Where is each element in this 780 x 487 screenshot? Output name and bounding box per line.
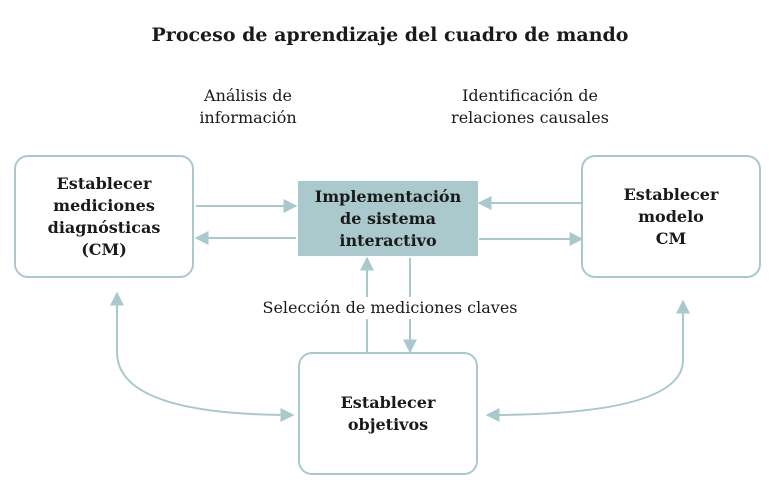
label-seleccion: Selección de mediciones claves xyxy=(230,297,550,319)
label-identificacion: Identificación de relaciones causales xyxy=(451,86,609,127)
node-objetivos: Establecer objetivos xyxy=(298,352,478,475)
label-analisis: Análisis de información xyxy=(199,86,297,127)
node-sistema-interactivo: Implementación de sistema interactivo xyxy=(298,181,478,256)
arrow-curve-right-bottom xyxy=(485,299,690,422)
diagram-title: Proceso de aprendizaje del cuadro de man… xyxy=(151,24,629,46)
node-mediciones-diagnosticas: Establecer mediciones diagnósticas (CM) xyxy=(14,155,194,278)
node-modelo-cm: Establecer modelo CM xyxy=(581,155,761,278)
arrow-curve-left-bottom xyxy=(110,291,295,422)
